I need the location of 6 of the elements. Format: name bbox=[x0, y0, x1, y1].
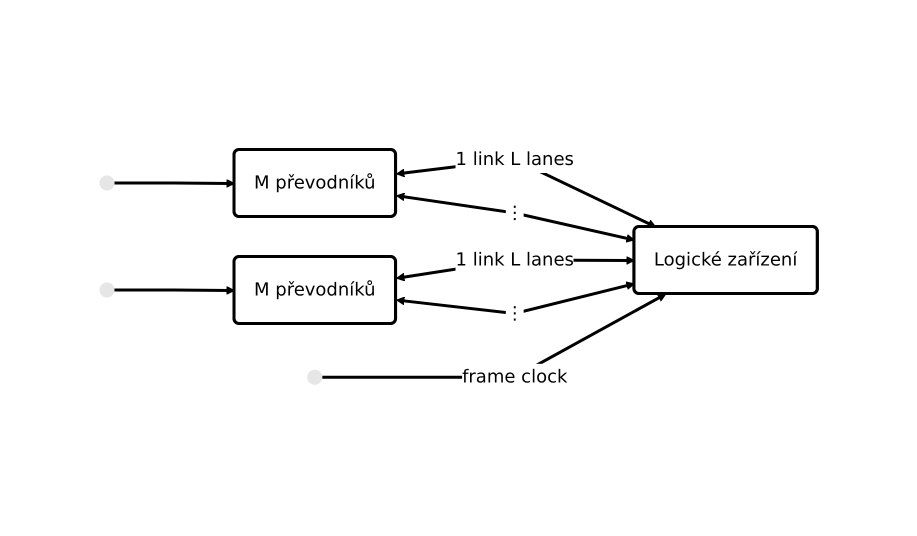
edge-label: ⋮ bbox=[506, 302, 524, 324]
edge-label: frame clock bbox=[462, 366, 568, 388]
arrow bbox=[322, 293, 666, 378]
edge-label: ⋮ bbox=[506, 202, 524, 224]
edge-label: 1 link L lanes bbox=[455, 249, 574, 270]
edge-label: 1 link L lanes bbox=[455, 148, 574, 170]
